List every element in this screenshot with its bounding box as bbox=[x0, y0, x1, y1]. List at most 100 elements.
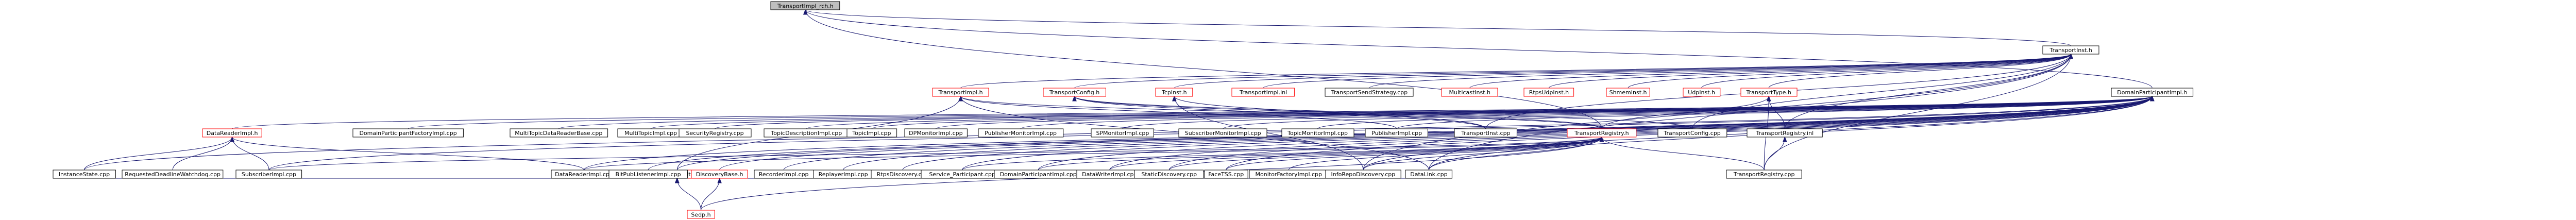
node-treg-cpp[interactable]: TransportRegistry.cpp bbox=[1726, 170, 1802, 179]
node-servpart-cpp[interactable]: Service_Participant.cpp bbox=[921, 170, 1004, 179]
node-tdi-cpp[interactable]: TopicDescriptionImpl.cpp bbox=[764, 128, 850, 138]
edge-transportinst_h-to-treg_cpp bbox=[1764, 54, 2072, 171]
node-box bbox=[2111, 88, 2194, 97]
node-dpi-h[interactable]: DomainParticipantImpl.h bbox=[2111, 88, 2194, 97]
edge-dpi_h-to-mti_cpp bbox=[650, 96, 2153, 129]
node-treg-h[interactable]: TransportRegistry.h bbox=[1567, 128, 1637, 138]
node-label: TransportRegistry.h bbox=[1574, 130, 1629, 137]
node-label: TransportInst.h bbox=[2049, 47, 2092, 54]
node-spmon-cpp[interactable]: SPMonitorImpl.cpp bbox=[1091, 128, 1154, 138]
edge-layer bbox=[83, 9, 2155, 211]
node-rtpsudp-h[interactable]: RtpsUdpInst.h bbox=[1523, 88, 1574, 97]
node-dcpsmon-cpp[interactable]: DPMonitorImpl.cpp bbox=[904, 128, 968, 138]
edge-root-to-dpi_h bbox=[805, 9, 2153, 89]
node-transportconfig-h[interactable]: TransportConfig.h bbox=[1043, 88, 1106, 97]
edge-arrowhead bbox=[1783, 136, 1787, 142]
node-tcpinst-h[interactable]: TcpInst.h bbox=[1155, 88, 1193, 97]
node-label: MultiTopicDataReaderBase.cpp bbox=[515, 130, 602, 137]
node-replayer-cpp[interactable]: ReplayerImpl.cpp bbox=[813, 170, 873, 179]
node-box bbox=[202, 128, 262, 138]
node-transporttype-h[interactable]: TransportType.h bbox=[1740, 88, 1798, 97]
node-label: ShmemInst.h bbox=[1609, 89, 1647, 96]
node-box bbox=[1606, 88, 1650, 97]
node-monfact-cpp[interactable]: MonitorFactoryImpl.cpp bbox=[1249, 170, 1328, 179]
edge-transportinst_h-to-mcinst_h bbox=[1469, 54, 2072, 89]
node-transportimpl-inl[interactable]: TransportImpl.inl bbox=[1231, 88, 1295, 97]
node-box bbox=[1325, 170, 1401, 179]
node-box bbox=[352, 128, 464, 138]
node-dpi-cpp[interactable]: DomainParticipantImpl.cpp bbox=[994, 170, 1083, 179]
edge-dpi_h-to-pubmon_cpp bbox=[1020, 96, 2153, 129]
node-box bbox=[1178, 128, 1267, 138]
node-instancestate-cpp[interactable]: InstanceState.cpp bbox=[53, 170, 116, 179]
node-rtpsdisc-cpp[interactable]: RtpsDiscovery.cpp bbox=[871, 170, 934, 179]
node-box bbox=[2042, 45, 2099, 55]
node-transportinst-h[interactable]: TransportInst.h bbox=[2042, 45, 2099, 55]
edge-transporttype_h-to-treg_h bbox=[1601, 96, 1769, 129]
node-transportimpl-h[interactable]: TransportImpl.h bbox=[932, 88, 989, 97]
node-topmon-cpp[interactable]: TopicMonitorImpl.cpp bbox=[1281, 128, 1354, 138]
node-dri-h[interactable]: DataReaderImpl.h bbox=[202, 128, 262, 138]
node-topicimpl-cpp[interactable]: TopicImpl.cpp bbox=[846, 128, 897, 138]
node-box bbox=[1365, 128, 1428, 138]
edge-transportinst_h-to-rtpsudp_h bbox=[1548, 54, 2072, 89]
node-dri-cpp[interactable]: DataReaderImpl.cpp bbox=[551, 170, 618, 179]
node-label: DomainParticipantImpl.h bbox=[2117, 89, 2187, 96]
node-datalink-cpp[interactable]: DataLink.cpp bbox=[1405, 170, 1452, 179]
edge-dpi_h-to-pubimpl_cpp bbox=[1396, 96, 2153, 129]
node-box bbox=[679, 128, 752, 138]
node-label: RequestedDeadlineWatchdog.cpp bbox=[125, 171, 221, 178]
edge-tcpinst_h-to-inforepo_cpp bbox=[1174, 96, 1364, 171]
node-shmem-h[interactable]: ShmemInst.h bbox=[1606, 88, 1650, 97]
node-mti-cpp[interactable]: MultiTopicImpl.cpp bbox=[617, 128, 684, 138]
edge-transportinst_h-to-tss_cpp bbox=[1369, 54, 2072, 89]
node-label: Sedp.h bbox=[691, 211, 710, 218]
node-dwi-cpp[interactable]: DataWriterImpl.cpp bbox=[1076, 170, 1143, 179]
node-inforepo-cpp[interactable]: InfoRepoDiscovery.cpp bbox=[1325, 170, 1401, 179]
node-box bbox=[1454, 128, 1517, 138]
node-box bbox=[1134, 170, 1204, 179]
edge-dpi_h-to-dri_h bbox=[232, 96, 2153, 129]
edge-treg_h-to-monfact_cpp bbox=[1288, 137, 1602, 171]
node-rdw-cpp[interactable]: RequestedDeadlineWatchdog.cpp bbox=[122, 170, 224, 179]
node-tconfig-cpp[interactable]: TransportConfig.cpp bbox=[1657, 128, 1727, 138]
node-sedp-h[interactable]: Sedp.h bbox=[687, 210, 715, 219]
edge-treg_inl-to-treg_cpp bbox=[1764, 137, 1785, 171]
node-label: PublisherImpl.cpp bbox=[1371, 130, 1422, 137]
node-tinst-cpp[interactable]: TransportInst.cpp bbox=[1454, 128, 1517, 138]
node-box bbox=[1281, 128, 1354, 138]
node-box bbox=[1441, 88, 1498, 97]
node-pubimpl-cpp[interactable]: PublisherImpl.cpp bbox=[1365, 128, 1428, 138]
node-label: TopicMonitorImpl.cpp bbox=[1287, 130, 1348, 137]
node-pubmon-cpp[interactable]: PublisherMonitorImpl.cpp bbox=[978, 128, 1064, 138]
node-submon-cpp[interactable]: SubscriberMonitorImpl.cpp bbox=[1178, 128, 1267, 138]
node-recorder-cpp[interactable]: RecorderImpl.cpp bbox=[754, 170, 814, 179]
node-label: DomainParticipantImpl.cpp bbox=[1000, 171, 1077, 178]
node-box bbox=[608, 170, 688, 179]
node-box bbox=[1231, 88, 1295, 97]
edge-arrowhead bbox=[803, 9, 808, 15]
node-mtdrb-cpp[interactable]: MultiTopicDataReaderBase.cpp bbox=[510, 128, 608, 138]
node-label: PublisherMonitorImpl.cpp bbox=[985, 130, 1057, 137]
node-mcinst-h[interactable]: MulticastInst.h bbox=[1441, 88, 1498, 97]
node-facetss-cpp[interactable]: FaceTSS.cpp bbox=[1204, 170, 1248, 179]
edge-transportinst_h-to-udpinst_h bbox=[1701, 54, 2072, 89]
node-label: SPMonitorImpl.cpp bbox=[1096, 130, 1149, 137]
node-discbase-h[interactable]: DiscoveryBase.h bbox=[691, 170, 748, 179]
node-label: TransportConfig.cpp bbox=[1663, 130, 1720, 137]
node-box bbox=[1747, 128, 1823, 138]
node-udpinst-h[interactable]: UdpInst.h bbox=[1683, 88, 1721, 97]
node-box bbox=[1726, 170, 1802, 179]
node-subimpl-cpp[interactable]: SubscriberImpl.cpp bbox=[235, 170, 302, 179]
node-staticdisc-cpp[interactable]: StaticDiscovery.cpp bbox=[1134, 170, 1204, 179]
edge-treg_h-to-treg_cpp bbox=[1601, 137, 1765, 171]
node-box bbox=[1043, 88, 1106, 97]
node-bitpub-cpp[interactable]: BitPubListenerImpl.cpp bbox=[608, 170, 688, 179]
node-box bbox=[978, 128, 1064, 138]
node-tss-cpp[interactable]: TransportSendStrategy.cpp bbox=[1325, 88, 1414, 97]
node-secreg-cpp[interactable]: SecurityRegistry.cpp bbox=[679, 128, 752, 138]
node-treg-inl[interactable]: TransportRegistry.inl bbox=[1747, 128, 1823, 138]
node-box bbox=[691, 170, 748, 179]
node-dpfi-cpp[interactable]: DomainParticipantFactoryImpl.cpp bbox=[352, 128, 464, 138]
